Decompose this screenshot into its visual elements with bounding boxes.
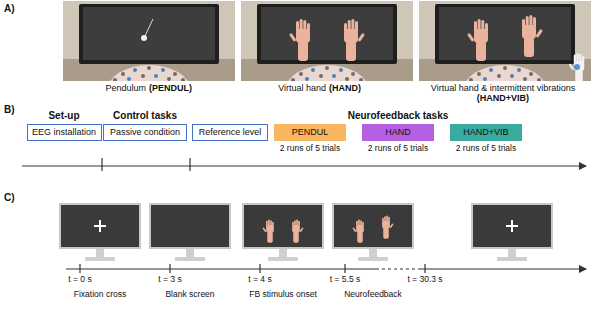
phase-heading: Set-up (48, 110, 79, 122)
panel-label: B) (4, 104, 15, 116)
illustration-part (472, 204, 552, 261)
illustration-part (60, 204, 140, 261)
run-count: 2 runs of 5 trials (368, 144, 428, 154)
time-label: t = 5.5 s (330, 275, 360, 285)
box-text: Passive condition (110, 128, 180, 138)
caption: (HAND+VIB) (477, 93, 529, 103)
illustration-part (141, 35, 147, 41)
phase-heading: Control tasks (113, 110, 177, 122)
event-label: Neurofeedback (344, 290, 402, 300)
pendulum-photo (63, 1, 235, 81)
illustration-part (419, 1, 591, 81)
time-label: t = 0 s (68, 275, 91, 285)
event-label: FB stimulus onset (249, 290, 317, 300)
illustration-part (262, 220, 274, 243)
illustration-part (568, 53, 584, 81)
illustration-part (60, 204, 140, 261)
session-timeline (22, 158, 586, 171)
illustration-part (150, 204, 230, 261)
illustration-part (344, 19, 365, 61)
box-text: Reference level (199, 128, 262, 138)
phase-heading: Neurofeedback tasks (348, 110, 449, 122)
box-text: HAND+VIB (463, 128, 508, 138)
illustration-part (22, 165, 586, 166)
illustration-part (99, 220, 101, 232)
caption: Virtual hand & intermittent vibrations (431, 83, 575, 93)
box-text: PENDUL (292, 128, 329, 138)
setup-box: EEG installation (27, 124, 102, 141)
illustration-part (145, 19, 153, 36)
illustration-part (101, 158, 102, 171)
illustration-part (376, 268, 418, 269)
illustration-part (259, 264, 260, 273)
illustration-part (352, 220, 364, 243)
time-label: t = 3 s (158, 275, 181, 285)
caption: (HAND) (329, 83, 361, 93)
illustration-part (418, 268, 586, 269)
event-label: Fixation cross (74, 290, 126, 300)
illustration-part (243, 204, 323, 261)
illustration-part (574, 64, 580, 70)
panel-label: A) (4, 3, 15, 15)
illustration-part (79, 264, 80, 273)
illustration-part (189, 158, 190, 171)
control-box: Passive condition (103, 124, 187, 141)
box-text: EEG installation (32, 128, 96, 138)
run-count: 2 runs of 5 trials (280, 144, 340, 154)
illustration-part (333, 204, 413, 261)
illustration-part (243, 204, 323, 261)
illustration-part (344, 264, 345, 273)
caption: Virtual hand (278, 83, 326, 93)
illustration-part (333, 204, 413, 261)
caption: Pendulum (105, 83, 146, 93)
illustration-part (66, 268, 376, 269)
trial-timeline (66, 264, 586, 273)
illustration-part (63, 1, 235, 81)
illustration-part (511, 220, 513, 232)
illustration-part (522, 15, 543, 57)
event-label: Blank screen (165, 290, 214, 300)
time-label: t = 4 s (248, 275, 271, 285)
time-label: t = 30.3 s (407, 275, 442, 285)
illustration-part (169, 264, 170, 273)
box-text: HAND (385, 128, 411, 138)
control-box: Reference level (192, 124, 268, 141)
illustration-part (150, 204, 230, 261)
task-box: PENDUL (274, 124, 346, 141)
illustration-part (382, 216, 394, 239)
panel-label: C) (4, 192, 15, 204)
task-box: HAND+VIB (450, 124, 522, 141)
illustration-part (292, 220, 304, 243)
task-box: HAND (362, 124, 434, 141)
run-count: 2 runs of 5 trials (456, 144, 516, 154)
virtual-hand-vibration-photo (419, 1, 591, 81)
caption: (PENDUL) (149, 83, 192, 93)
virtual-hand-photo (241, 1, 413, 81)
illustration-part (241, 1, 413, 81)
illustration-part (289, 19, 310, 61)
illustration-part (472, 204, 552, 261)
illustration-part (467, 19, 488, 61)
illustration-part (424, 264, 425, 273)
trial-screens (60, 204, 552, 261)
